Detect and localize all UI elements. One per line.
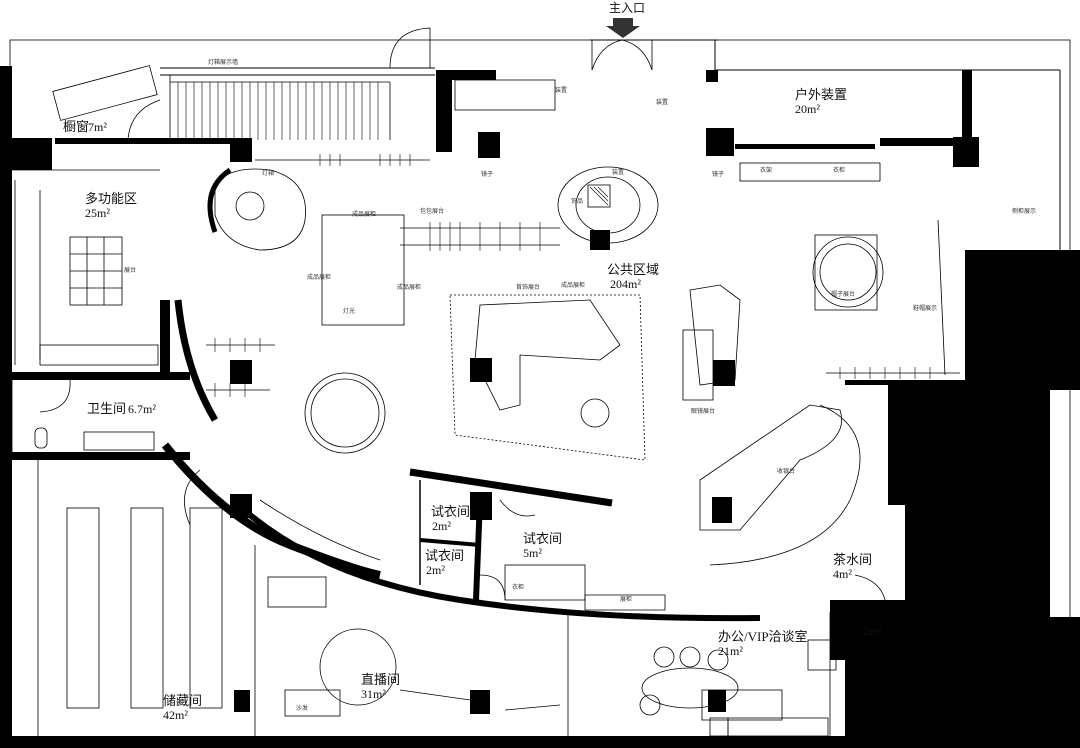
- live-studio-name: 直播间: [361, 672, 401, 687]
- storage-shelves: [66, 507, 223, 709]
- hanger-ticks: [214, 154, 931, 397]
- installation-c-label: 装置: [612, 170, 625, 176]
- mirror-b-label: 镜子: [712, 172, 725, 178]
- multi-function-name: 多功能区: [85, 191, 138, 206]
- shoes-label: 鞋帽展示: [913, 306, 938, 312]
- decor-label: 饰品: [571, 199, 584, 205]
- misc-marks: [34, 18, 837, 737]
- clothing-a-label: 成品展柜: [352, 212, 377, 218]
- fitting-2-name: 试衣间: [425, 548, 465, 563]
- public-name: 公共区域: [607, 262, 660, 277]
- hanger-label: 衣架: [760, 168, 773, 174]
- entrance-label: 主入口: [609, 1, 646, 15]
- clothing-c-label: 成品展柜: [397, 285, 422, 291]
- fitting-1-name: 试衣间: [431, 504, 471, 519]
- installation-a-label: 装置: [555, 88, 568, 94]
- clothing-rails: [14, 159, 960, 711]
- glasses-label: 眼镜展台: [691, 409, 716, 415]
- curved-walls: [161, 167, 761, 622]
- fitting-3-name: 试衣间: [523, 531, 563, 546]
- wardrobe-label: 衣柜: [833, 168, 846, 174]
- light-label: 灯光: [343, 309, 356, 315]
- clothing-b-label: 成品展柜: [307, 275, 332, 281]
- restroom-name: 卫生间: [87, 401, 127, 416]
- mirror-a-label: 镜子: [481, 172, 494, 178]
- fitting-3-area: 5m²: [523, 546, 542, 560]
- side-cabinet-label: 侧柜展示: [1012, 209, 1037, 215]
- sofa-label: 沙发: [296, 706, 309, 712]
- live-studio-area: 31m²: [361, 687, 386, 701]
- walls: [0, 66, 1080, 748]
- doors: [39, 27, 916, 601]
- outdoor-area: 20m²: [795, 102, 820, 116]
- office-vip-name: 办公/VIP洽谈室: [718, 629, 808, 644]
- multi-function-area: 25m²: [85, 206, 110, 220]
- bag-display-label: 包包展台: [420, 209, 445, 215]
- round-furniture: [214, 166, 884, 716]
- clothing-d-label: 成品展柜: [561, 283, 586, 289]
- public-area: 204m²: [610, 277, 641, 291]
- lamp-label: 灯箱: [262, 171, 275, 177]
- display-table-grid: [39, 236, 159, 366]
- tea-room-name: 茶水间: [833, 552, 873, 567]
- fitting-1-area: 2m²: [432, 519, 451, 533]
- window-display-area: 7m²: [88, 120, 107, 134]
- tea-room-area: 4m²: [833, 567, 852, 581]
- outdoor-name: 户外装置: [795, 87, 848, 102]
- shelf-label: 展台: [124, 268, 137, 274]
- restroom-area: 6.7m²: [128, 402, 156, 416]
- window-display-name: 橱窗: [63, 119, 90, 134]
- fitting-cabinet-label: 衣柜: [512, 585, 525, 591]
- cashier-label: 收银台: [777, 469, 796, 475]
- stairs: [177, 82, 379, 140]
- storage-area: 42m²: [163, 708, 188, 722]
- wall-display-label: 灯箱展示墙: [208, 60, 239, 66]
- small-display-label: 展柜: [620, 597, 633, 603]
- office-vip-area: 21m²: [718, 644, 743, 658]
- fitting-2-area: 2m²: [426, 563, 445, 577]
- interior-lines: [11, 75, 1036, 736]
- small-room-area: 2m²: [863, 624, 882, 638]
- hats-label: 帽子展台: [831, 292, 856, 298]
- jewelry-label: 首饰展台: [516, 285, 541, 291]
- storage-name: 储藏间: [163, 693, 203, 708]
- installation-b-label: 装置: [656, 100, 669, 106]
